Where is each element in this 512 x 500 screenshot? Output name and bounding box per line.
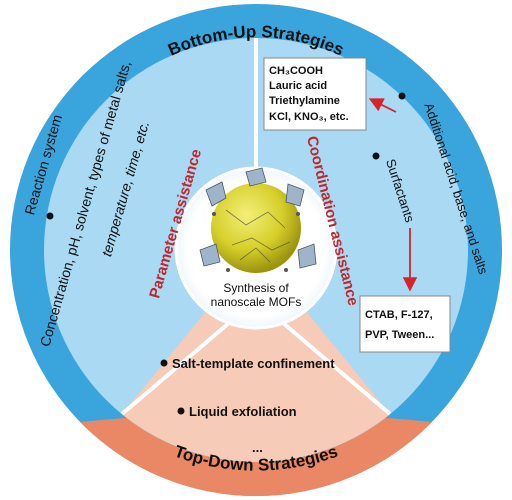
mof-structure-icon: [199, 167, 317, 273]
arrow-icon: [368, 98, 397, 113]
topdown-item-1: Salt-template confinement: [172, 356, 335, 371]
bullet-icon: [46, 212, 54, 220]
center-label-2: nanoscale MOFs: [211, 295, 302, 309]
reagent-2: Lauric acid: [269, 80, 327, 92]
surfactant-box: CTAB, F-127, PVP, Tween...: [359, 295, 451, 353]
bullet-icon: [398, 92, 406, 100]
reagent-1: CH₃COOH: [269, 65, 323, 77]
topdown-item-3: ...: [252, 440, 263, 455]
bullet-icon: [177, 407, 185, 415]
center-label-1: Synthesis of: [223, 281, 289, 295]
topdown-item-2: Liquid exfoliation: [189, 404, 297, 419]
bullet-icon: [160, 359, 168, 367]
surfactant-1: CTAB, F-127,: [365, 309, 433, 321]
topdown-items: Salt-template confinement Liquid exfolia…: [160, 356, 335, 455]
surfactant-2: PVP, Tween...: [365, 329, 434, 341]
reagent-3: Triethylamine: [269, 95, 340, 107]
bullet-icon: [372, 152, 380, 160]
inner-sector-orange: [122, 250, 390, 462]
reagent-4: KCl, KNO₃, etc.: [269, 111, 349, 123]
reagent-box: CH₃COOH Lauric acid Triethylamine KCl, K…: [263, 57, 367, 131]
